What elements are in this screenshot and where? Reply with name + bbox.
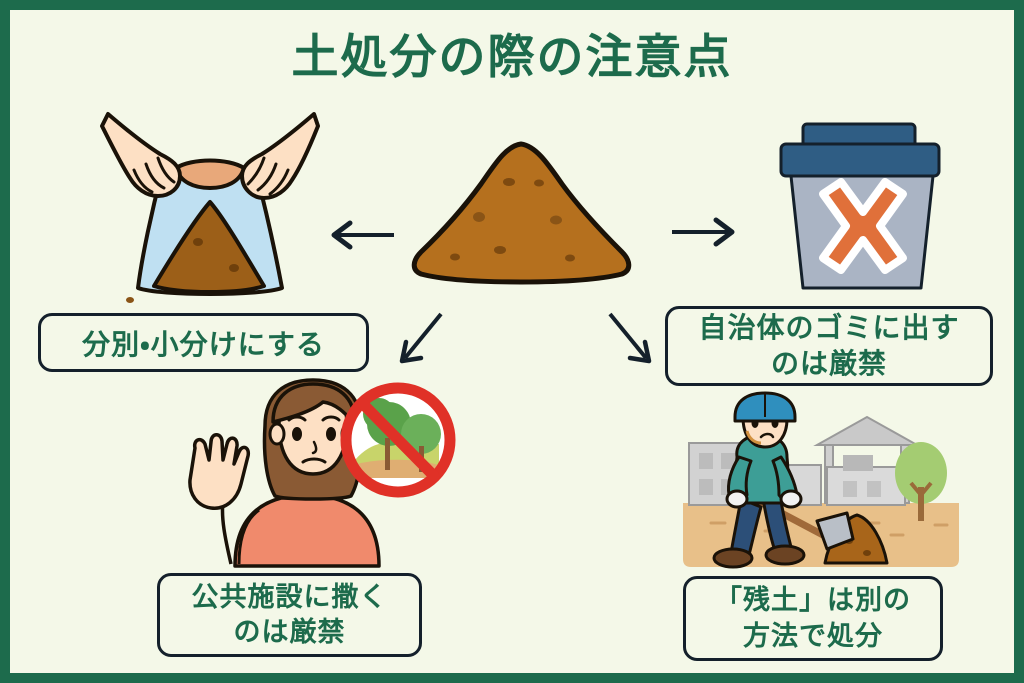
building-window xyxy=(699,479,713,495)
worker-boot xyxy=(764,544,806,566)
worker-boot xyxy=(712,547,754,569)
soil-speck xyxy=(494,246,506,254)
mouth xyxy=(301,457,327,464)
label-no-public-facility: 公共施設に撒く のは厳禁 xyxy=(157,573,422,657)
pavilion-wall xyxy=(826,466,906,506)
building-window xyxy=(721,453,735,469)
label-sort: 分別・小分けにする xyxy=(38,313,369,372)
label-no-public-facility-line1: 公共施設に撒く xyxy=(191,581,388,613)
down-right-arrow-icon xyxy=(604,310,656,368)
down-left-arrow-icon xyxy=(395,310,447,368)
label-surplus-soil: 「残土」は別の 方法で処分 xyxy=(683,576,943,661)
mouth xyxy=(759,432,775,439)
tree-branch xyxy=(909,481,933,497)
tree-crown xyxy=(401,414,441,454)
ear xyxy=(268,422,286,446)
soil-speck xyxy=(863,550,871,556)
bin-lid xyxy=(779,142,941,178)
chin-strap xyxy=(745,430,762,445)
page-title: 土処分の際の注意点 xyxy=(291,30,733,85)
building-window xyxy=(699,453,713,469)
soil-speck xyxy=(193,238,203,246)
shovel-blade xyxy=(815,511,855,551)
right-arrow-icon xyxy=(670,215,738,249)
bag-neck xyxy=(174,158,246,190)
trash-bin-illustration xyxy=(775,120,950,300)
poster-canvas: 土処分の際の注意点 xyxy=(10,10,1014,673)
hands-holding-bag-illustration xyxy=(100,110,320,315)
soil-speck xyxy=(503,178,515,186)
worker-shoveling-illustration xyxy=(677,391,965,571)
worker-glove xyxy=(779,489,803,509)
soil-pile-illustration xyxy=(408,138,636,288)
finger-line xyxy=(144,162,166,190)
left-hand xyxy=(100,112,182,198)
label-no-public-facility-line2: のは厳禁 xyxy=(233,617,346,648)
prohibition-slash xyxy=(357,398,440,482)
soil-speck xyxy=(550,215,562,225)
x-mark-icon xyxy=(819,178,907,274)
finger-line xyxy=(268,168,290,196)
left-arrow-icon xyxy=(328,218,396,252)
pavilion-window xyxy=(867,481,881,497)
arm-line xyxy=(220,501,233,565)
soil-speck xyxy=(450,253,460,261)
no-park-sign-icon xyxy=(340,382,456,498)
soil-mound-shape xyxy=(411,141,632,285)
prohibition-ring xyxy=(340,382,456,498)
soil-speck xyxy=(534,179,544,187)
label-no-municipal-garbage: 自治体のゴミに出す のは厳禁 xyxy=(665,306,993,386)
label-surplus-soil-line1: 「残土」は別の xyxy=(715,585,911,617)
tree-crown xyxy=(895,442,947,504)
finger-line xyxy=(132,168,154,194)
eyebrow xyxy=(321,415,341,422)
label-surplus-soil-line2: 方法で処分 xyxy=(743,620,883,652)
raised-palm xyxy=(188,433,251,510)
finger-line xyxy=(256,162,278,192)
eyebrow xyxy=(287,415,307,422)
eye xyxy=(326,427,336,441)
pavilion-roof xyxy=(813,415,921,446)
spilled-soil-speck xyxy=(126,297,134,303)
sleeve-line xyxy=(237,508,260,565)
pavilion-window xyxy=(843,481,857,497)
woman-stop-gesture-illustration xyxy=(173,378,458,568)
finger-line xyxy=(246,156,266,186)
label-sort-line1: 分別・小分けにする xyxy=(82,327,325,361)
eye xyxy=(292,427,302,441)
worker-glove xyxy=(725,489,749,509)
label-no-municipal-garbage-line1: 自治体のゴミに出す xyxy=(698,311,960,345)
finger-line xyxy=(156,156,176,184)
nose xyxy=(311,440,318,455)
soil-speck xyxy=(473,212,485,222)
soil-speck xyxy=(229,264,239,272)
label-no-municipal-garbage-line2: のは厳禁 xyxy=(770,347,887,380)
pavilion-bench xyxy=(843,455,873,471)
right-hand xyxy=(240,112,320,200)
woman-torso xyxy=(233,496,381,568)
soil-speck xyxy=(565,254,575,262)
tree-trunk xyxy=(385,438,390,470)
tree-trunk xyxy=(918,487,924,521)
